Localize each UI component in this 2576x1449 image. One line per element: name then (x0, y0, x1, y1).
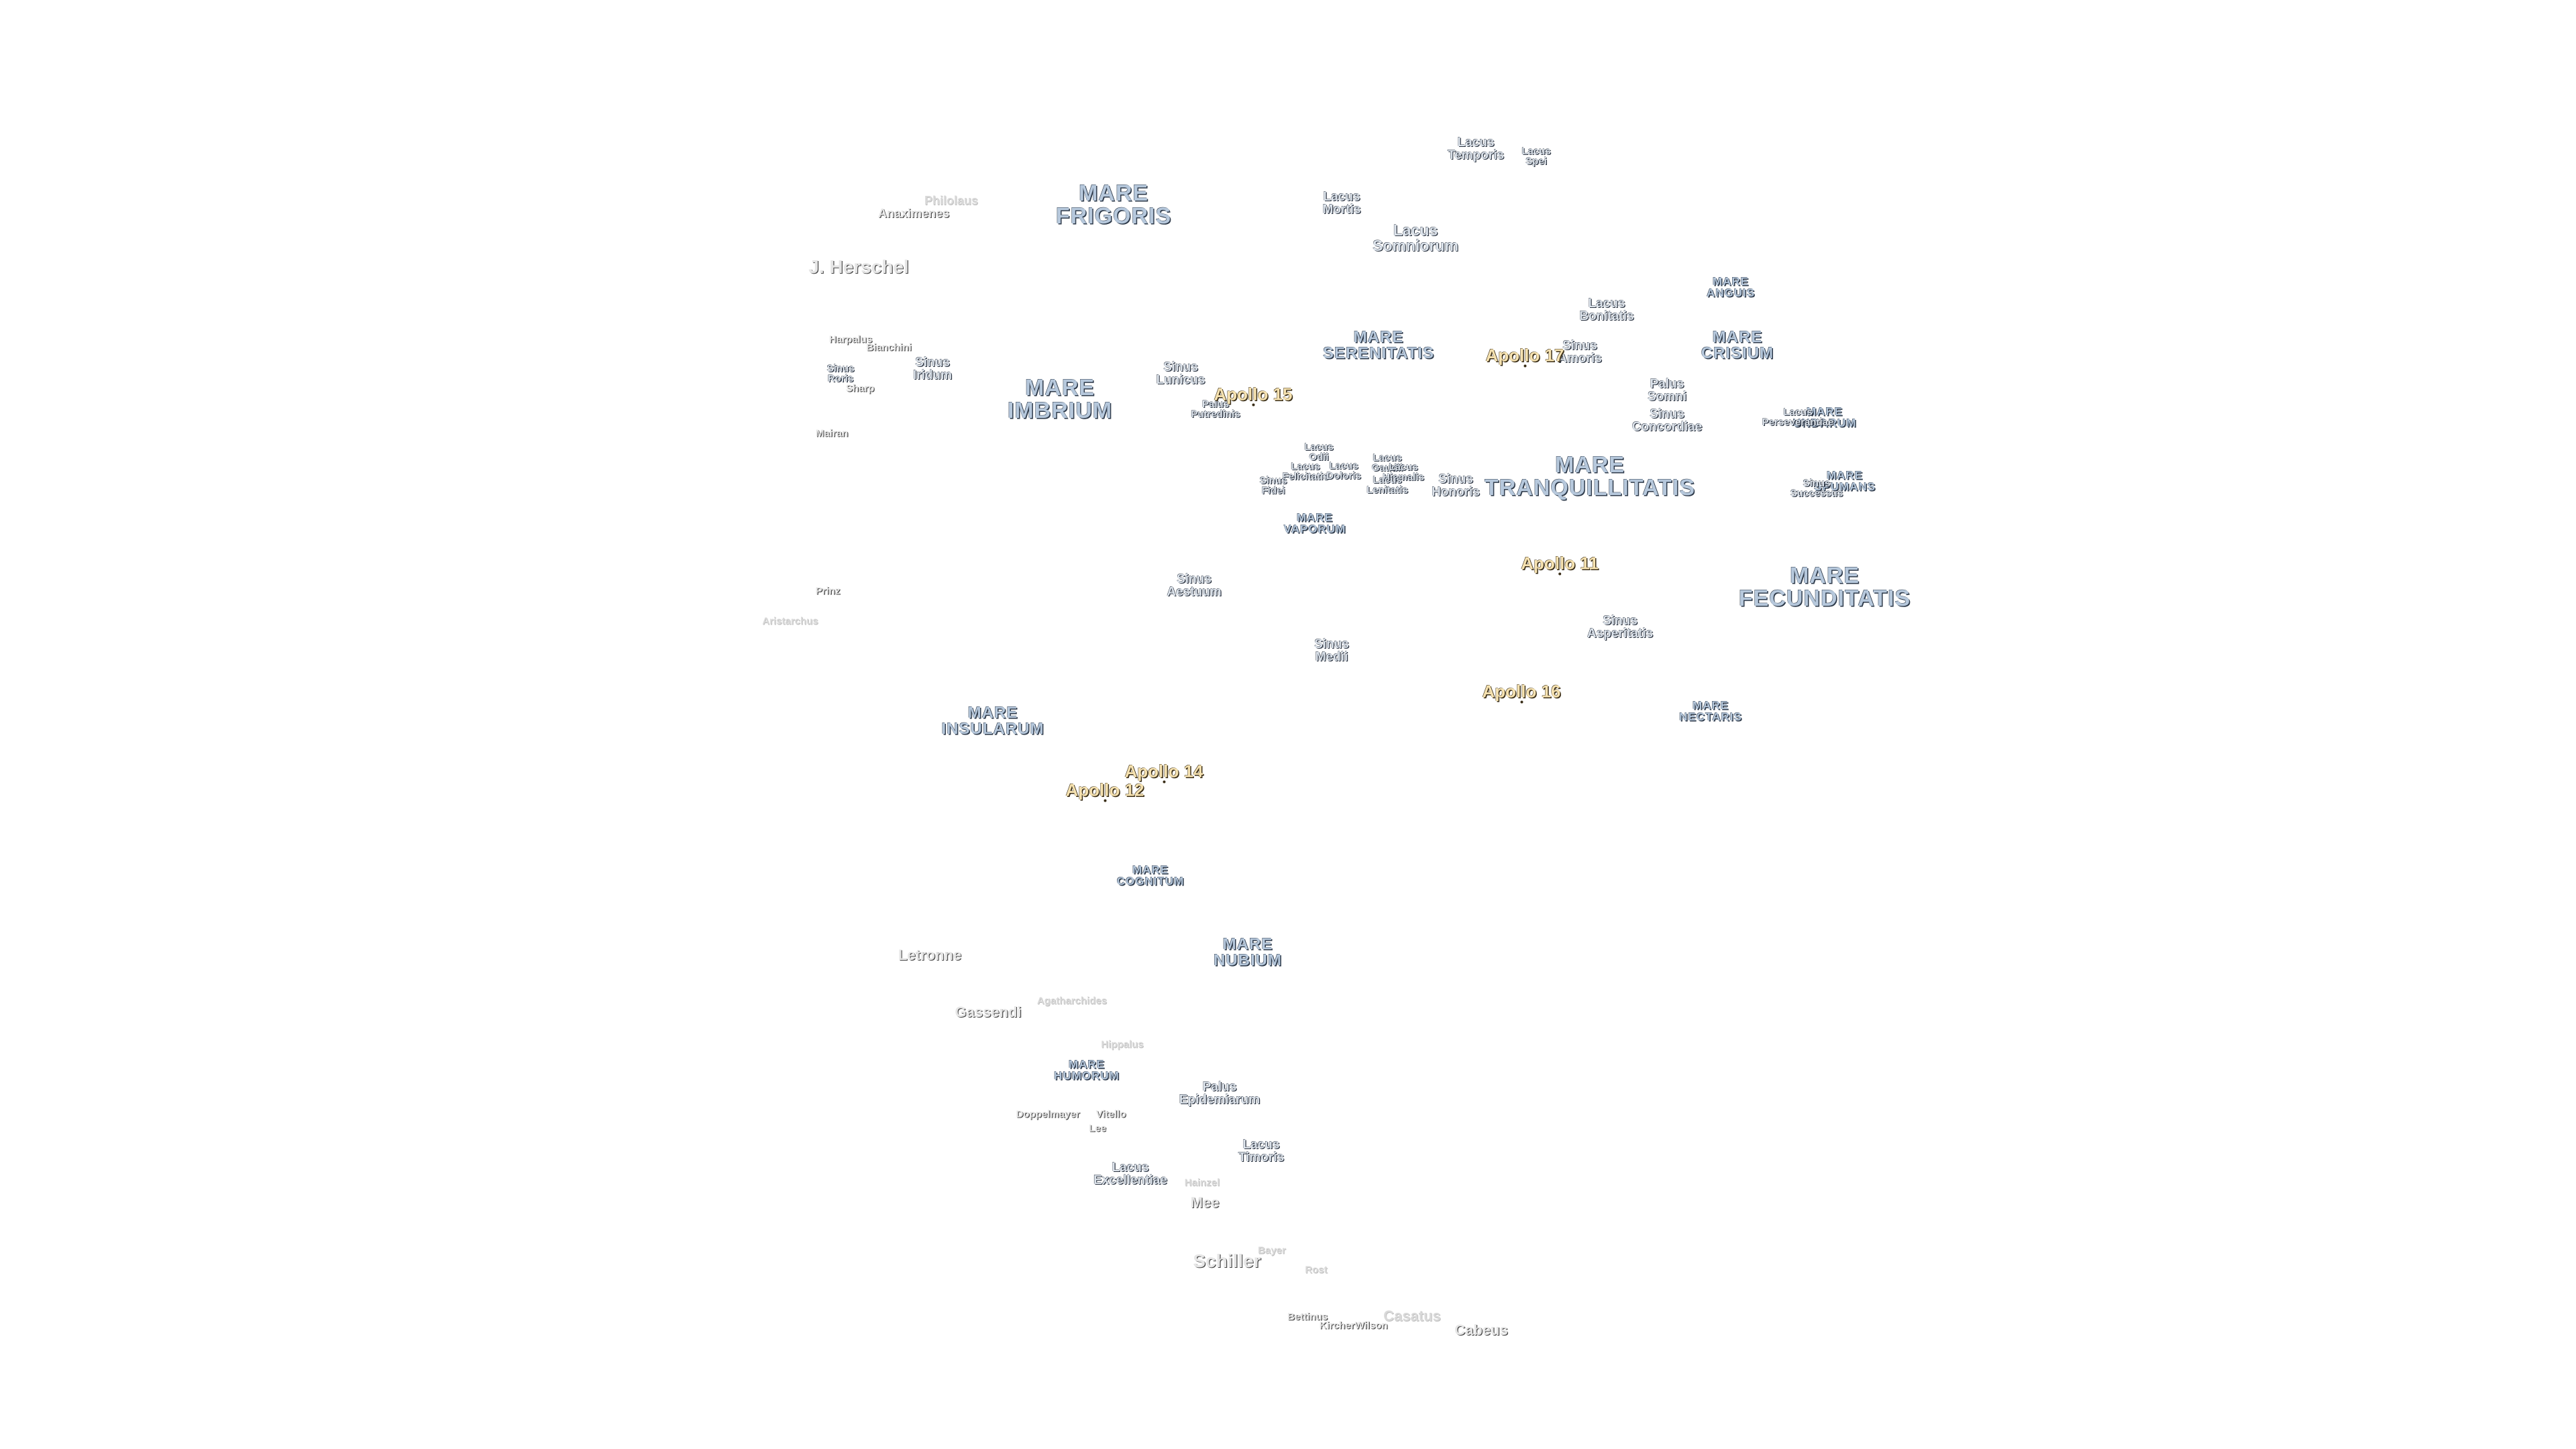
crater-label-rost: Rost (1305, 1264, 1328, 1276)
landing-site-marker-icon (1523, 364, 1526, 368)
crater-label-mairan: Mairan (815, 427, 849, 439)
crater-label-aristarchus: Aristarchus (762, 615, 818, 627)
crater-label-philolaus: Philolaus (924, 194, 979, 207)
crater-label-hippalus: Hippalus (1101, 1038, 1144, 1051)
crater-label-bianchini: Bianchini (866, 341, 912, 354)
landing-site-marker-icon (1519, 700, 1523, 704)
crater-label-casatus: Casatus (1383, 1307, 1441, 1324)
apollo-site-apollo-17: Apollo 17 (1485, 347, 1564, 368)
apollo-site-apollo-15: Apollo 15 (1214, 386, 1293, 407)
crater-label-j-herschel: J. Herschel (808, 256, 909, 277)
apollo-site-apollo-14: Apollo 14 (1124, 763, 1203, 784)
crater-label-gassendi: Gassendi (955, 1004, 1022, 1020)
landing-site-marker-icon (1162, 780, 1165, 784)
apollo-site-apollo-12: Apollo 12 (1065, 782, 1144, 802)
crater-label-mee: Mee (1190, 1194, 1220, 1211)
crater-label-prinz: Prinz (815, 585, 841, 597)
crater-label-kircher: Kircher (1319, 1320, 1355, 1332)
crater-label-bettinus: Bettinus (1287, 1311, 1328, 1323)
crater-label-hainzel: Hainzel (1184, 1177, 1220, 1189)
crater-label-letronne: Letronne (898, 947, 962, 963)
crater-label-schiller: Schiller (1193, 1250, 1261, 1271)
crater-label-cabeus: Cabeus (1454, 1322, 1508, 1338)
crater-label-wilson: Wilson (1354, 1320, 1388, 1332)
crater-label-lee: Lee (1089, 1122, 1106, 1134)
crater-label-sharp: Sharp (845, 382, 875, 394)
crater-label-vitello: Vitello (1095, 1108, 1126, 1120)
crater-label-harpalus: Harpalus (828, 333, 873, 345)
crater-label-agatharchides: Agatharchides (1036, 995, 1108, 1007)
landing-site-marker-icon (1103, 799, 1106, 802)
apollo-site-apollo-11: Apollo 11 (1521, 555, 1599, 576)
crater-label-anaximenes: Anaximenes (877, 207, 950, 220)
crater-label-bayer: Bayer (1258, 1244, 1286, 1256)
crater-label-doppelmayer: Doppelmayer (1016, 1108, 1080, 1120)
landing-site-marker-icon (1251, 403, 1254, 407)
apollo-site-apollo-16: Apollo 16 (1482, 683, 1561, 704)
landing-site-marker-icon (1558, 572, 1561, 576)
